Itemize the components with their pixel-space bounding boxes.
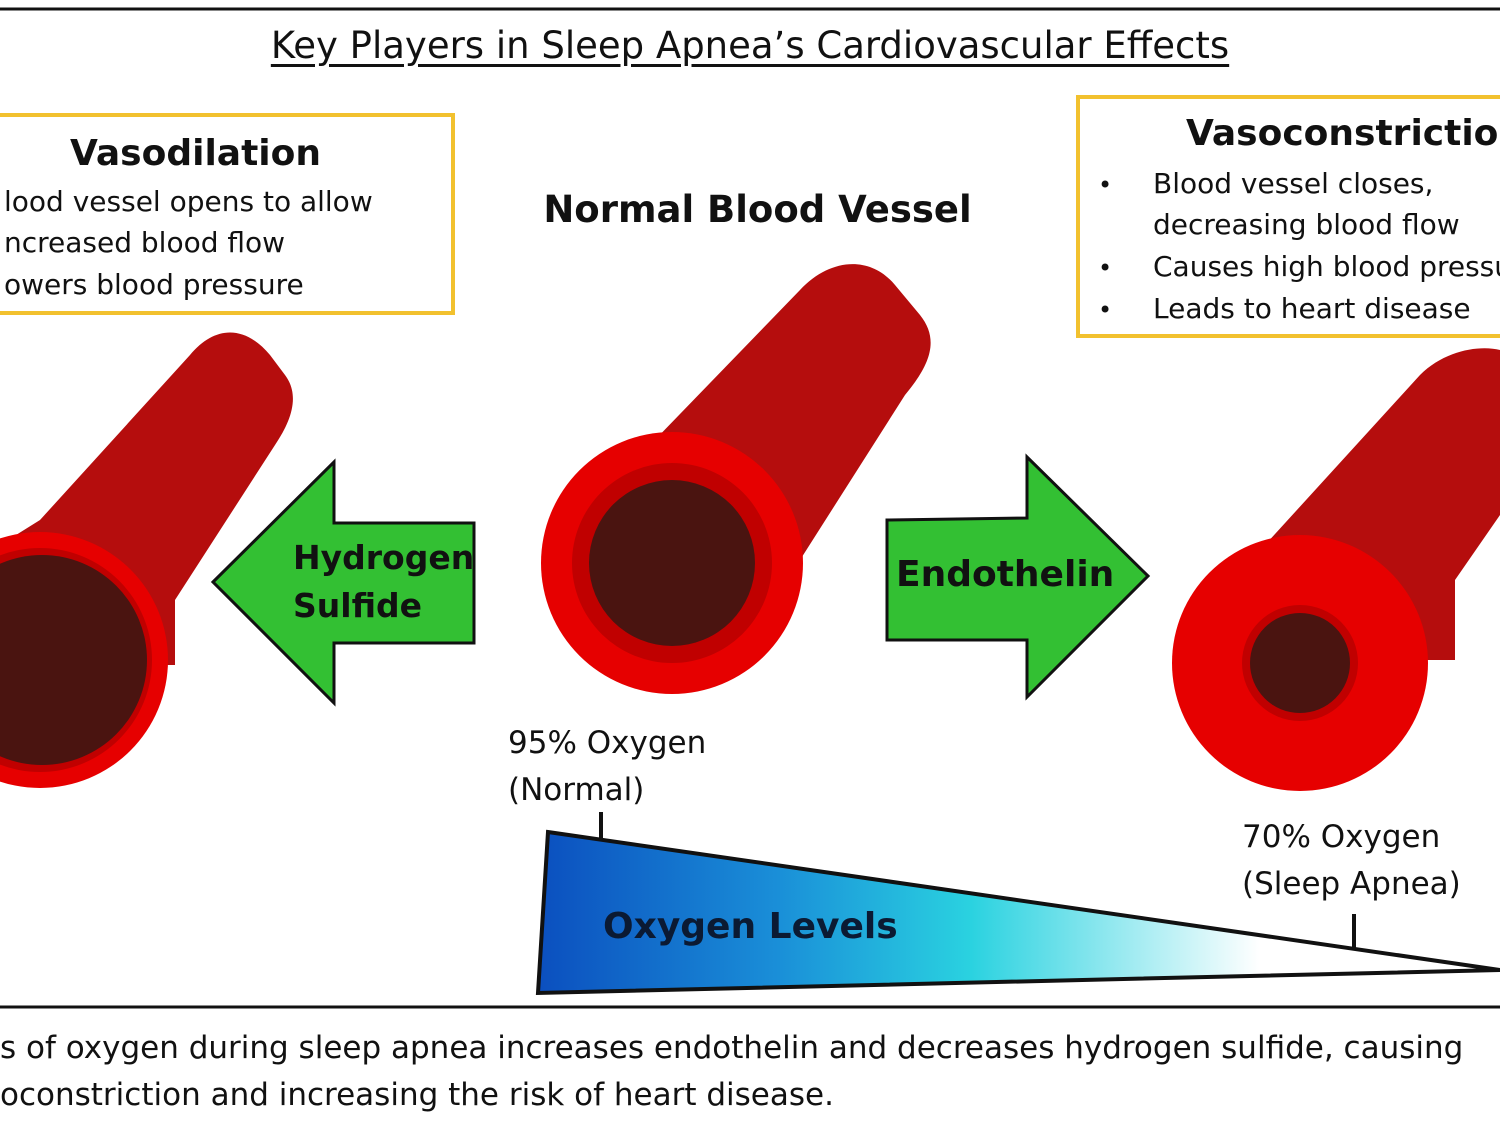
normal-oxygen-sublabel: (Normal) (508, 772, 645, 808)
vasodilation-line-1: lood vessel opens to allow (4, 185, 373, 218)
left-arrow-icon (210, 458, 476, 707)
constricted-vessel-icon (1172, 348, 1500, 791)
vasoconstriction-line-3: Causes high blood pressu (1153, 250, 1500, 283)
vasoconstriction-heading: Vasoconstriction (1186, 113, 1500, 154)
apnea-oxygen-sublabel: (Sleep Apnea) (1242, 866, 1461, 902)
normal-vessel-icon (541, 264, 931, 694)
oxygen-levels-wedge (535, 829, 1500, 996)
bullet-dot: • (1098, 296, 1113, 324)
vasodilation-heading: Vasodilation (70, 133, 321, 174)
right-arrow-icon (885, 453, 1151, 701)
hydrogen-label: Hydrogen (293, 538, 475, 577)
normal-oxygen-label: 95% Oxygen (508, 725, 707, 761)
normal-vessel-heading: Normal Blood Vessel (543, 188, 972, 231)
vasoconstriction-line-2: decreasing blood flow (1153, 208, 1460, 241)
vasoconstriction-line-4: Leads to heart disease (1153, 292, 1471, 325)
bullet-dot: • (1098, 254, 1113, 282)
vasodilation-line-3: owers blood pressure (4, 268, 304, 301)
vasodilation-line-2: ncreased blood flow (4, 226, 286, 259)
endothelin-label: Endothelin (896, 554, 1115, 595)
vasoconstriction-box: Vasoconstriction • Blood vessel closes, … (1076, 95, 1500, 338)
vasodilation-box: Vasodilation lood vessel opens to allow … (0, 113, 455, 315)
vasoconstriction-line-1: Blood vessel closes, (1153, 167, 1434, 200)
caption-line-1: s of oxygen during sleep apnea increases… (0, 1030, 1464, 1066)
apnea-oxygen-label: 70% Oxygen (1242, 819, 1441, 855)
bullet-dot: • (1098, 171, 1113, 199)
oxygen-levels-label: Oxygen Levels (603, 906, 898, 947)
caption-line-2: oconstriction and increasing the risk of… (0, 1077, 834, 1113)
dilated-vessel-icon (0, 332, 293, 788)
diagram-title: Key Players in Sleep Apnea’s Cardiovascu… (270, 24, 1230, 67)
sulfide-label: Sulfide (293, 586, 423, 625)
